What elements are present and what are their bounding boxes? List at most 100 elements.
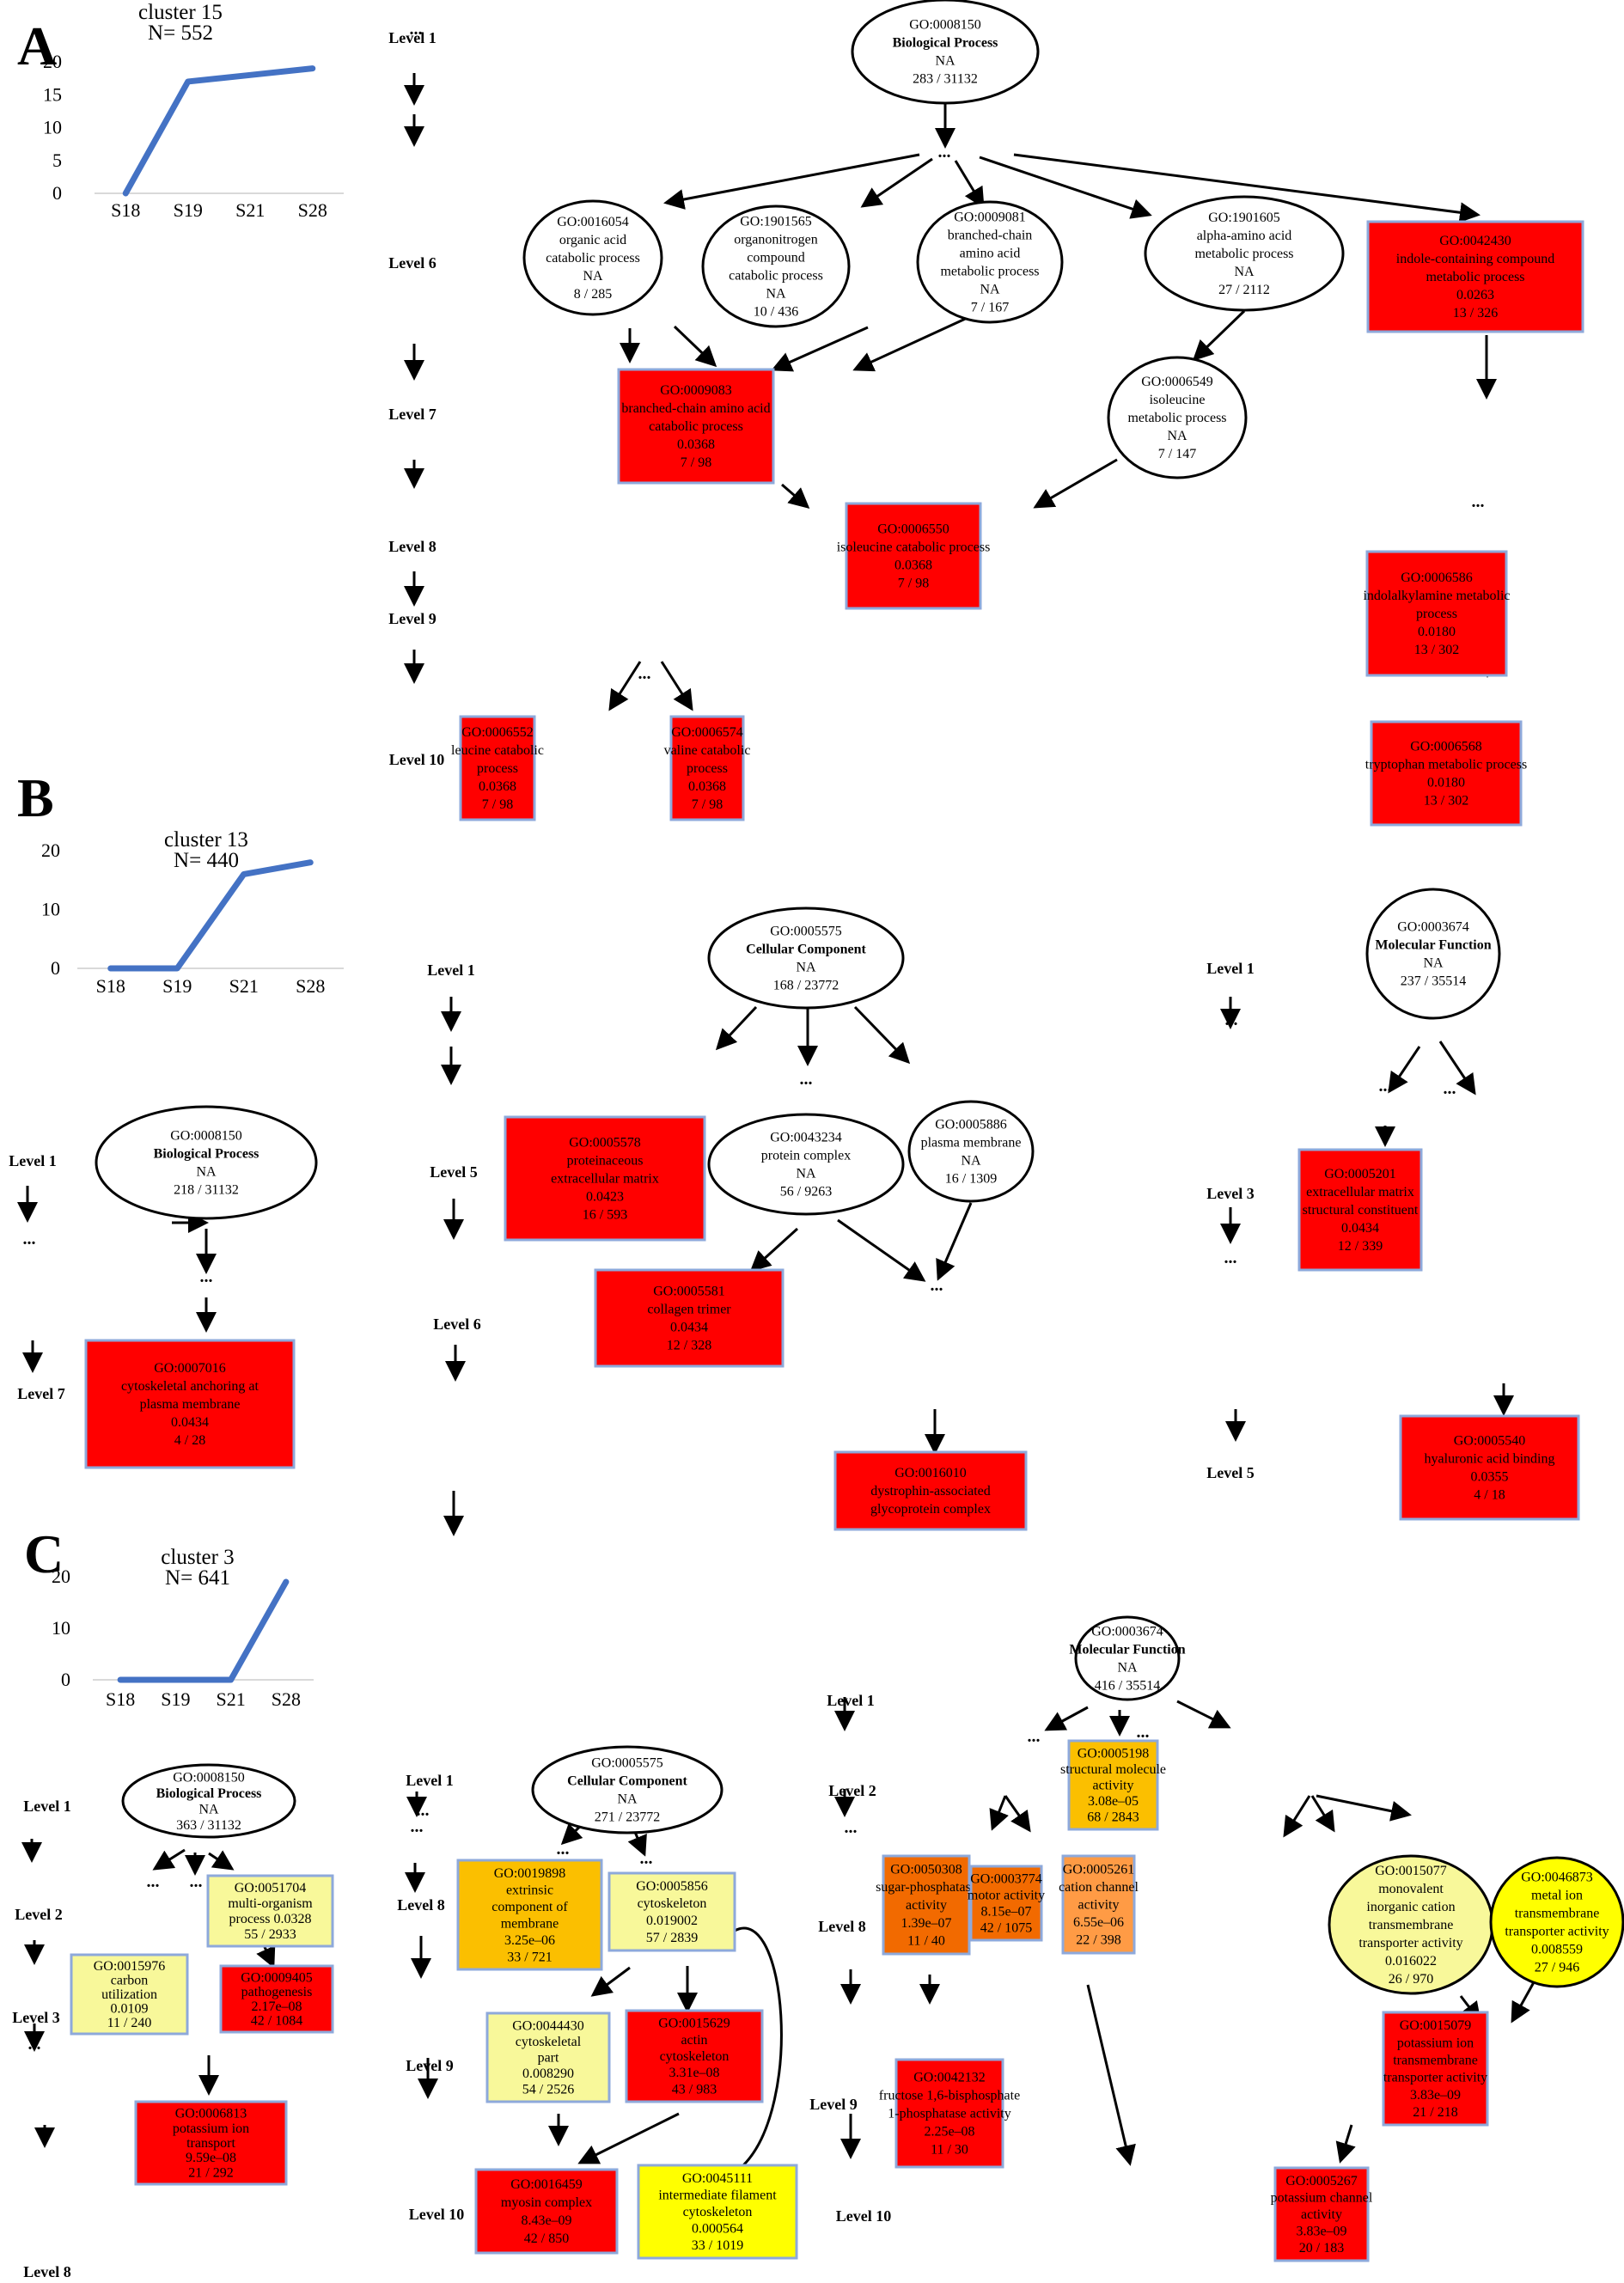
node-label: catabolic process <box>546 251 640 266</box>
x-tick-label: S18 <box>111 199 140 221</box>
node-label: organic acid <box>559 233 626 247</box>
node-box <box>219 1964 334 2034</box>
edge-arrow <box>715 1005 758 1051</box>
node-label: transmembrane <box>1369 1918 1454 1932</box>
level-label: Level 5 <box>430 1163 478 1181</box>
node-label: catabolic process <box>729 269 823 284</box>
go-id: GO:0005540 <box>1454 1434 1526 1449</box>
y-tick-label: 0 <box>51 957 60 979</box>
edge-arrow <box>852 314 972 372</box>
ellipsis-marker: ... <box>845 1818 858 1837</box>
node-box <box>882 1854 971 1956</box>
x-tick-label: S21 <box>229 975 259 997</box>
node-label: compound <box>747 251 805 266</box>
node-label: 9.59e–08 <box>186 2151 236 2165</box>
node-label: 3.25e–06 <box>504 1933 555 1948</box>
node-label: transmembrane <box>1393 2053 1478 2067</box>
level-label: Level 1 <box>406 1772 454 1789</box>
x-tick-label: S28 <box>296 975 325 997</box>
node-label: proteinaceous <box>567 1154 644 1169</box>
x-tick-label: S21 <box>217 1688 246 1710</box>
node-label: 7 / 98 <box>681 455 711 470</box>
node-label: protein complex <box>761 1149 851 1163</box>
level-label: Level 9 <box>406 2057 454 2074</box>
node-label: 33 / 721 <box>507 1950 552 1964</box>
node-label: pathogenesis <box>241 1985 313 1999</box>
node-label: motor activity <box>968 1889 1045 1903</box>
edge-arrow <box>1335 2124 1356 2164</box>
node-label: 363 / 31132 <box>176 1818 241 1833</box>
node-label: intermediate filament <box>658 2188 777 2202</box>
x-tick-label: S19 <box>161 1688 190 1710</box>
go-id: GO:0046873 <box>1521 1871 1593 1885</box>
edge-arrow <box>1438 1041 1476 1096</box>
node-label: structural constituent <box>1303 1203 1419 1218</box>
go-term-node: GO:0050308sugar-phosphataseactivity1.39e… <box>876 1854 977 1956</box>
series-line <box>107 859 314 972</box>
edge-arrow <box>577 2112 680 2164</box>
node-label: 0.019002 <box>646 1914 698 1928</box>
chart-subtitle: N= 440 <box>174 849 239 872</box>
edge-arrow <box>749 1227 799 1273</box>
node-label: sugar-phosphatase <box>876 1880 977 1895</box>
node-label: activity <box>1093 1779 1134 1793</box>
node-label: 3.31e–08 <box>669 2066 719 2080</box>
node-label: 16 / 1309 <box>945 1172 997 1187</box>
node-label: Biological Process <box>156 1786 262 1801</box>
node-box <box>845 502 982 610</box>
ellipsis-marker: ... <box>640 1849 653 1868</box>
node-label: NA <box>980 283 1000 297</box>
panel-letter: B <box>17 767 54 828</box>
x-tick-label: S18 <box>96 975 125 997</box>
node-label: 0.0180 <box>1427 776 1465 791</box>
node-label: 12 / 328 <box>667 1339 711 1353</box>
y-tick-label: 20 <box>43 51 62 72</box>
chart-title: cluster 3 <box>161 1546 234 1569</box>
node-label: 13 / 302 <box>1424 794 1468 809</box>
node-label: organonitrogen <box>734 233 817 247</box>
level-label: Level 8 <box>818 1918 866 1935</box>
node-label: 27 / 946 <box>1535 1961 1579 1975</box>
node-label: extrinsic <box>506 1883 553 1897</box>
node-label: component of <box>491 1900 568 1914</box>
node-ellipse <box>1365 888 1501 1020</box>
node-label: 7 / 98 <box>692 797 723 812</box>
go-id: GO:0005856 <box>636 1879 708 1894</box>
ellipsis-marker: ... <box>190 1872 203 1891</box>
node-label: cytoskeleton <box>683 2205 753 2219</box>
node-ellipse <box>851 0 1040 105</box>
go-id: GO:0005578 <box>569 1136 641 1151</box>
node-label: myosin complex <box>501 2195 592 2210</box>
node-label: 2.17e–08 <box>251 1999 302 2014</box>
node-box <box>456 1859 603 1971</box>
node-label: NA <box>935 54 955 69</box>
go-id: GO:0006586 <box>1401 571 1473 585</box>
node-label: 1.39e–07 <box>901 1916 951 1931</box>
level-label: Level 3 <box>1206 1185 1255 1202</box>
edge-arrow <box>781 483 810 509</box>
node-label: 0.008290 <box>522 2066 574 2081</box>
node-label: NA <box>617 1792 638 1807</box>
node-box <box>1297 1148 1423 1272</box>
ellipsis-marker: ... <box>411 1817 424 1836</box>
node-label: 11 / 30 <box>931 2143 968 2158</box>
edge-arrow <box>1316 1794 1412 1822</box>
go-id: GO:0009081 <box>954 211 1026 225</box>
edge-arrow <box>660 661 693 711</box>
go-id: GO:0016010 <box>894 1466 967 1480</box>
node-box <box>607 1871 736 1952</box>
node-label: multi-organism <box>228 1896 313 1911</box>
node-label: fructose 1,6-bisphosphate <box>879 2089 1020 2103</box>
